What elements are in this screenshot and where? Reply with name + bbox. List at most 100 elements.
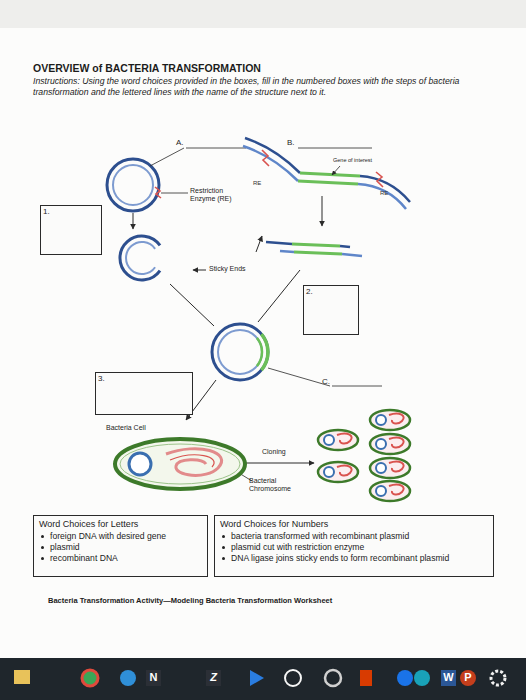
- chromosome-loop: [170, 455, 214, 467]
- cloned-cell: [370, 410, 410, 430]
- app-icon: [325, 670, 341, 686]
- app-icon: [441, 670, 456, 686]
- letter-label: A.: [176, 138, 184, 148]
- dna-strand: [243, 146, 298, 181]
- icon-letter: N: [146, 671, 161, 684]
- cell-plasmid: [129, 453, 151, 475]
- leader-line: [161, 193, 188, 194]
- app-icon: [491, 671, 505, 685]
- letter-label: B.: [287, 138, 295, 148]
- gene-segment: [298, 181, 358, 184]
- icon-letter: Z: [206, 671, 221, 684]
- pointer-arrow: [193, 270, 206, 271]
- gene-fragment: [294, 252, 342, 254]
- app-icon: [397, 670, 413, 686]
- gene-fragment: [292, 244, 340, 246]
- recombinant-outer: [212, 324, 268, 380]
- part-label: Gene of interest: [333, 157, 372, 164]
- word-choice: plasmid: [39, 542, 202, 553]
- inserted-gene: [257, 338, 262, 366]
- word-choice: bacteria transformed with recombinant pl…: [220, 531, 488, 542]
- pointer-arrow: [332, 166, 340, 175]
- restriction-cut: [155, 187, 161, 198]
- sticky-end: [266, 242, 292, 244]
- enzyme-label: RE: [380, 190, 388, 197]
- joining-line: [258, 270, 300, 322]
- icon-letter: P: [460, 671, 476, 684]
- word-choice: recombinant DNA: [39, 553, 202, 564]
- answer-box: 2.: [303, 285, 359, 335]
- answer-box: 3.: [95, 372, 193, 415]
- cloned-cell: [318, 462, 358, 482]
- cloning-arrow: [246, 463, 314, 464]
- word-choice-box: Word Choices for Lettersforeign DNA with…: [33, 515, 208, 577]
- part-label: Sticky Ends: [209, 265, 246, 273]
- instructions: Instructions: Using the word choices pro…: [33, 76, 511, 98]
- dna-strand: [358, 184, 406, 209]
- enzyme-label: RE: [253, 180, 261, 187]
- step-arrow: [322, 196, 323, 226]
- step-arrow: [133, 213, 134, 229]
- box-heading: Word Choices for Letters: [39, 519, 202, 530]
- chromosome-loop: [166, 449, 222, 476]
- app-icon: [120, 670, 136, 686]
- cell-outline: [98, 436, 248, 494]
- worksheet-title: OVERVIEW of BACTERIA TRANSFORMATION: [33, 62, 503, 75]
- taskbar: [0, 658, 526, 700]
- dna-strand: [245, 138, 300, 173]
- leader-line: [150, 148, 184, 166]
- word-choice: plasmid cut with restriction enzyme: [220, 542, 488, 553]
- app-icon: [82, 670, 98, 686]
- cell-membrane-inner: [120, 444, 240, 484]
- step-label: Cloning: [262, 448, 286, 456]
- app-icon: [414, 670, 430, 686]
- app-icon: [285, 670, 301, 686]
- app-icon: [206, 670, 221, 686]
- sticky-end: [342, 254, 362, 256]
- paper-sheet: [0, 28, 526, 658]
- cell-heading: Bacteria Cell: [106, 424, 146, 431]
- answer-line: [332, 386, 382, 387]
- callout-number: 3.: [98, 374, 105, 383]
- part-label: Restriction Enzyme (RE): [190, 187, 242, 204]
- app-icon: [146, 670, 161, 686]
- gene-segment: [300, 173, 360, 176]
- answer-line: [186, 148, 246, 149]
- letter-label: C.: [322, 377, 330, 387]
- answer-box: 1.: [40, 205, 102, 255]
- app-icon: [250, 670, 264, 686]
- icon-letter: W: [441, 671, 456, 684]
- sticky-end: [280, 251, 294, 252]
- cloned-cell: [370, 481, 410, 501]
- cut-plasmid-inner: [126, 242, 155, 274]
- part-label: Bacterial Chromosome: [249, 477, 301, 494]
- restriction-cut: [376, 172, 383, 187]
- app-icon: [460, 670, 476, 686]
- step-arrow: [256, 236, 262, 252]
- answer-line: [298, 148, 372, 149]
- cell-membrane: [115, 439, 245, 489]
- dna-strand: [360, 176, 410, 202]
- worksheet-caption: Bacteria Transformation Activity—Modelin…: [48, 596, 488, 605]
- word-choice-box: Word Choices for Numbersbacteria transfo…: [214, 515, 494, 577]
- joining-line: [170, 284, 214, 326]
- bacteria-cell: Bacteria Cell: [98, 424, 248, 494]
- recombinant-inner: [218, 330, 262, 374]
- plasmid-outer: [107, 159, 159, 211]
- callout-number: 2.: [306, 287, 313, 296]
- word-choice: DNA ligase joins sticky ends to form rec…: [220, 553, 488, 564]
- callout-number: 1.: [43, 207, 50, 216]
- box-heading: Word Choices for Numbers: [220, 519, 488, 530]
- sticky-end: [340, 246, 350, 247]
- plasmid-inner: [113, 165, 153, 205]
- cloned-cell: [318, 430, 358, 450]
- restriction-cut: [262, 150, 269, 166]
- app-icon: [14, 670, 30, 684]
- cloned-cell: [370, 458, 410, 478]
- cloned-cell: [370, 434, 410, 454]
- word-choice: foreign DNA with desired gene: [39, 531, 202, 542]
- app-icon: [360, 670, 372, 686]
